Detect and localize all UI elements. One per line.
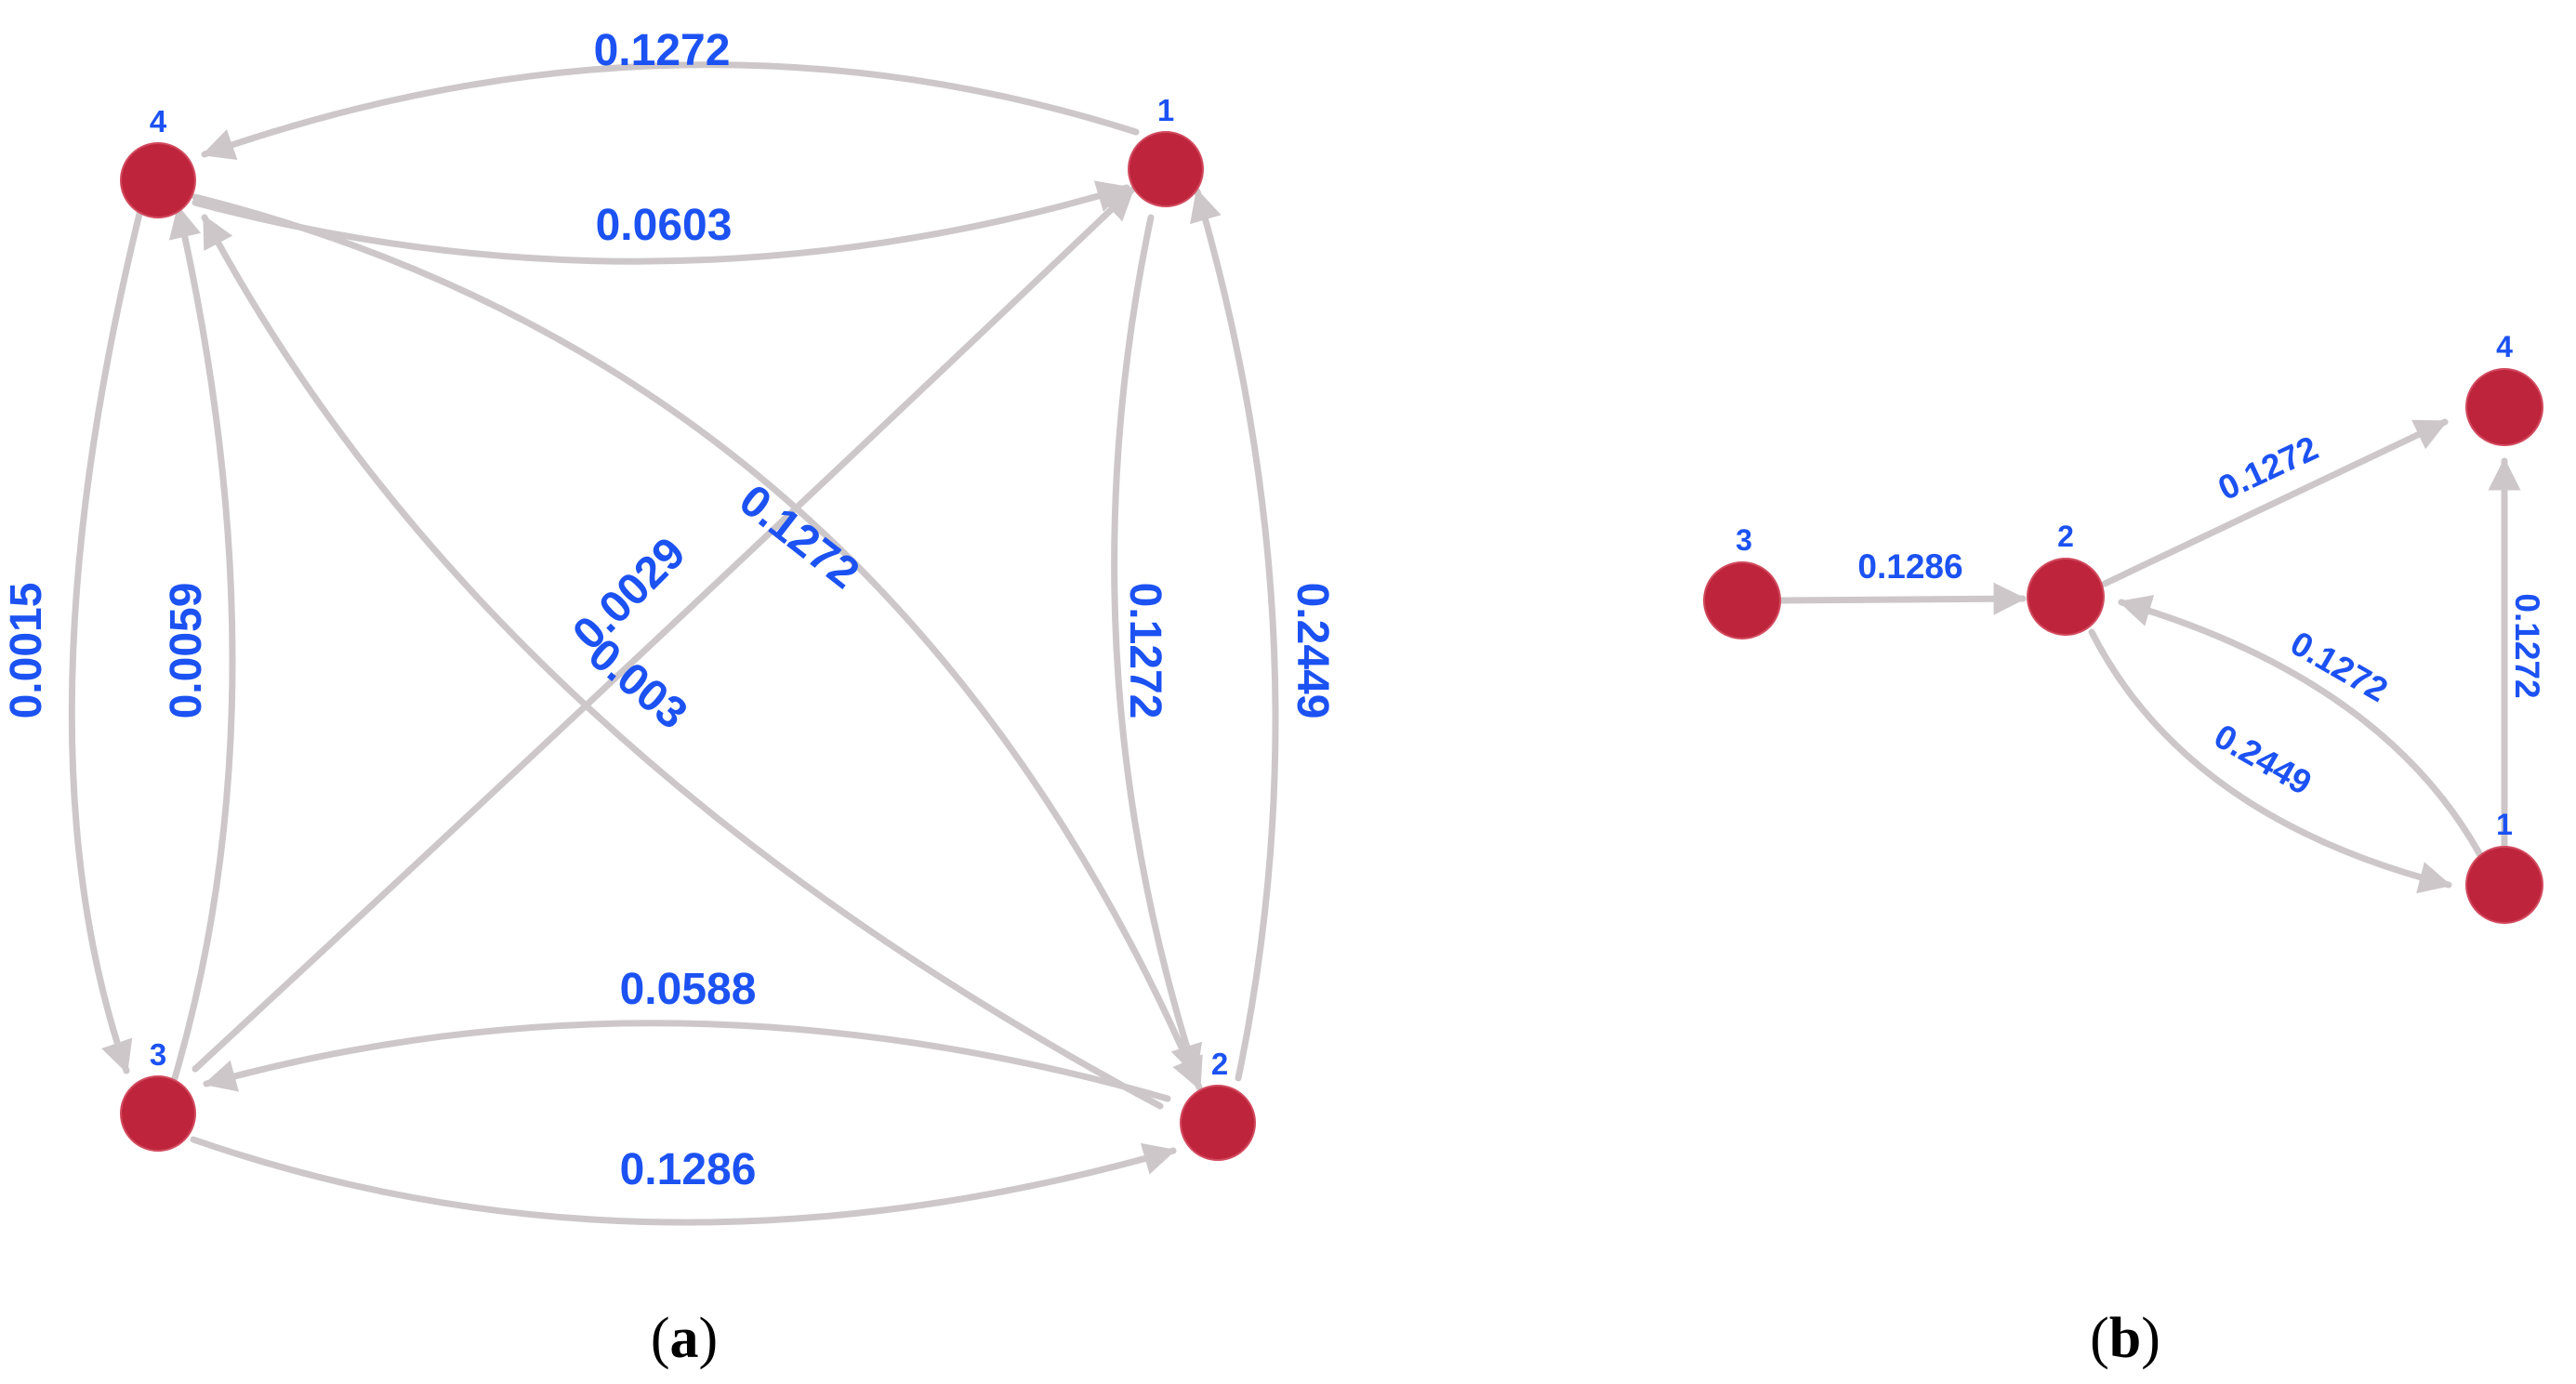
panel-a-nodes [120, 131, 1256, 1161]
edge-a-2-to-4 [201, 214, 1164, 1110]
panel-a-node-labels: 4 1 3 2 [150, 93, 1228, 1081]
weight-a-1-to-4: 0.1272 [594, 26, 731, 75]
weight-a-2-to-3: 0.0588 [620, 965, 757, 1014]
weight-b-2-to-1: 0.2449 [2208, 717, 2318, 802]
node-b-3 [1703, 561, 1781, 639]
panel-b-nodes [1703, 368, 2543, 924]
edge-a-1-to-2 [1111, 214, 1203, 1078]
caption-a: (a) [651, 1307, 718, 1370]
panel-b-node-labels: 3 2 4 1 [1736, 330, 2513, 841]
node-b-4 [2465, 368, 2543, 446]
node-label-a-4: 4 [150, 104, 167, 138]
node-a-1 [1128, 131, 1204, 207]
node-label-b-1: 1 [2496, 808, 2513, 841]
edge-b-2-to-4 [2101, 418, 2449, 587]
edge-b-3-to-2 [1777, 582, 2027, 615]
weight-a-4-to-2: 0.1272 [730, 476, 867, 599]
node-label-a-2: 2 [1211, 1047, 1228, 1081]
weight-a-3-to-1: 0.0029 [563, 528, 694, 659]
panel-a-edge-weights: 0.1272 0.0603 0.0015 0.0059 0.0029 0.003… [2, 26, 1337, 1194]
panel-b-edges [1777, 418, 2521, 894]
panel-a-edges [68, 61, 1279, 1226]
weight-a-3-to-2: 0.1286 [620, 1145, 757, 1194]
edge-b-1-to-2 [2118, 595, 2484, 859]
panel-a: 0.1272 0.0603 0.0015 0.0059 0.0029 0.003… [2, 26, 1337, 1370]
weight-a-4-to-1: 0.0603 [596, 201, 733, 250]
weight-b-3-to-2: 0.1286 [1857, 547, 1962, 586]
edge-b-2-to-1 [2088, 628, 2452, 894]
node-b-1 [2465, 846, 2543, 924]
weight-a-2-to-1: 0.2449 [1288, 583, 1337, 719]
weight-a-2-to-4: 0.003 [579, 629, 696, 739]
node-a-2 [1180, 1085, 1256, 1161]
panel-b-edge-weights: 0.1286 0.1272 0.1272 0.2449 0.1272 [1857, 428, 2546, 802]
node-label-b-2: 2 [2057, 520, 2074, 553]
edge-a-3-to-2 [190, 1136, 1177, 1226]
edge-a-4-to-3 [68, 210, 143, 1074]
edge-a-2-to-1 [1190, 188, 1279, 1082]
weight-a-1-to-2: 0.1272 [1120, 583, 1169, 719]
edge-a-3-to-4 [168, 204, 236, 1082]
node-label-a-3: 3 [150, 1037, 166, 1072]
weight-a-3-to-4: 0.0059 [162, 583, 211, 719]
edge-a-4-to-2 [192, 193, 1203, 1091]
caption-b: (b) [2090, 1307, 2160, 1370]
node-label-b-4: 4 [2496, 330, 2513, 363]
node-a-4 [120, 142, 196, 218]
node-a-3 [120, 1075, 196, 1152]
node-label-a-1: 1 [1157, 93, 1174, 127]
edge-a-4-to-1 [192, 180, 1130, 265]
edge-a-3-to-1 [192, 186, 1136, 1073]
node-b-2 [2027, 558, 2105, 636]
panel-b: 0.1286 0.1272 0.1272 0.2449 0.1272 3 2 4… [1703, 330, 2546, 1370]
edge-a-2-to-3 [203, 1020, 1171, 1102]
weight-b-1-to-2: 0.1272 [2284, 624, 2395, 709]
weight-a-4-to-3: 0.0015 [2, 583, 51, 719]
node-label-b-3: 3 [1736, 523, 1752, 557]
edge-a-1-to-4 [201, 61, 1140, 161]
weight-b-2-to-4: 0.1272 [2213, 428, 2324, 507]
weight-b-1-to-4: 0.1272 [2508, 593, 2546, 698]
